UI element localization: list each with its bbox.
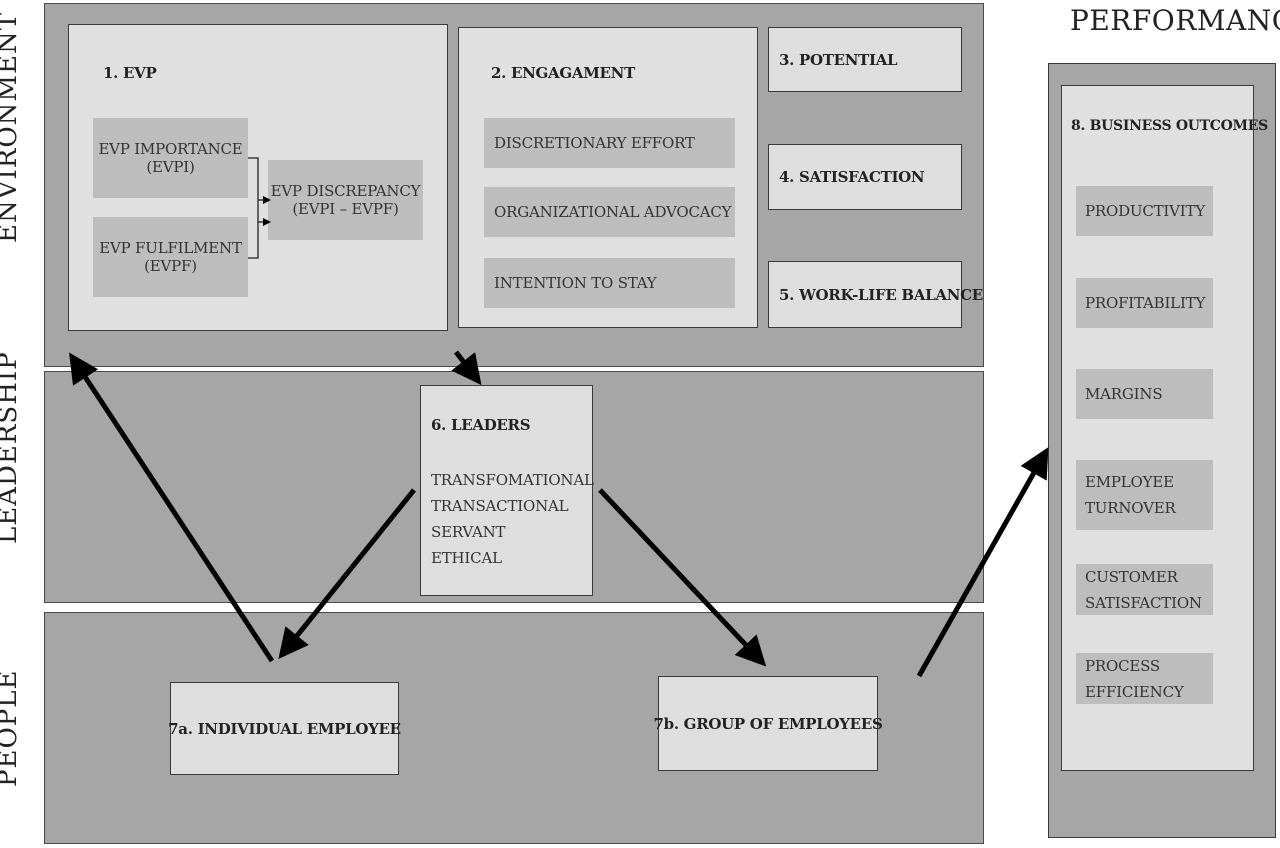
evp-fulfilment-line2: (EVPF) [144, 257, 197, 275]
arrow-group-to-performance [916, 447, 1049, 678]
business-outcome-label-line2: SATISFACTION [1085, 593, 1202, 612]
leader-style: TRANSFOMATIONAL [431, 471, 594, 489]
satisfaction-box: 4. SATISFACTION [768, 144, 962, 210]
engagement-item: DISCRETIONARY EFFORT [484, 118, 735, 168]
engagement-item: INTENTION TO STAY [484, 258, 735, 308]
leader-style: TRANSACTIONAL [431, 497, 569, 515]
leader-style: ETHICAL [431, 549, 502, 567]
business-outcome-item: CUSTOMER SATISFACTION [1076, 564, 1213, 615]
business-outcome-label: CUSTOMER [1085, 567, 1178, 586]
arrow-individual-to-environment [69, 352, 275, 663]
business-outcome-label: EMPLOYEE [1085, 473, 1174, 491]
evp-title: 1. EVP [103, 64, 157, 82]
evp-importance-line1: EVP IMPORTANCE [98, 140, 243, 158]
arrow-leaders-to-group [598, 488, 767, 667]
evp-importance-line2: (EVPI) [146, 158, 195, 176]
business-outcome-item: PROCESS EFFICIENCY [1076, 653, 1213, 704]
engagement-title: 2. ENGAGAMENT [491, 64, 635, 82]
group-of-employees-box: 7b. GROUP OF EMPLOYEES [654, 676, 883, 771]
business-outcome-label: PRODUCTIVITY [1085, 202, 1206, 220]
business-outcome-item: EMPLOYEE TURNOVER [1076, 460, 1213, 530]
evp-fulfilment-line1: EVP FULFILMENT [99, 239, 242, 257]
business-outcome-label-line2: TURNOVER [1085, 499, 1176, 517]
business-outcome-item: PRODUCTIVITY [1076, 186, 1213, 236]
evp-discrepancy-line2: (EVPI – EVPF) [292, 200, 399, 218]
arrow-leaders-to-individual [278, 488, 416, 660]
arrow-environment-to-leaders [451, 350, 482, 386]
leader-style: SERVANT [431, 523, 506, 541]
business-outcome-item: MARGINS [1076, 369, 1213, 419]
individual-employee-box: 7a. INDIVIDUAL EMPLOYEE [168, 682, 401, 775]
evp-importance-box: EVP IMPORTANCE (EVPI) [93, 118, 248, 198]
evp-discrepancy-line1: EVP DISCREPANCY [270, 182, 421, 200]
business-outcome-label-line2: EFFICIENCY [1085, 682, 1184, 701]
evp-discrepancy-box: EVP DISCREPANCY (EVPI – EVPF) [268, 160, 423, 240]
leaders-title: 6. LEADERS [431, 416, 531, 434]
evp-bracket [248, 157, 259, 259]
leaders-styles-list: TRANSFOMATIONAL TRANSACTIONAL SERVANT ET… [431, 467, 594, 571]
evp-fulfilment-box: EVP FULFILMENT (EVPF) [93, 217, 248, 297]
potential-box: 3. POTENTIAL [768, 27, 962, 92]
leaders-box [420, 385, 593, 596]
business-outcomes-title: 8. BUSINESS OUTCOMES [1071, 118, 1268, 134]
business-outcome-label: MARGINS [1085, 385, 1163, 403]
engagement-item: ORGANIZATIONAL ADVOCACY [484, 187, 735, 237]
business-outcome-label: PROCESS [1085, 656, 1160, 675]
business-outcome-item: PROFITABILITY [1076, 278, 1213, 328]
work-life-balance-box: 5. WORK-LIFE BALANCE [768, 261, 983, 328]
performance-heading: PERFORMANCE [1070, 4, 1280, 37]
business-outcome-label: PROFITABILITY [1085, 294, 1206, 312]
